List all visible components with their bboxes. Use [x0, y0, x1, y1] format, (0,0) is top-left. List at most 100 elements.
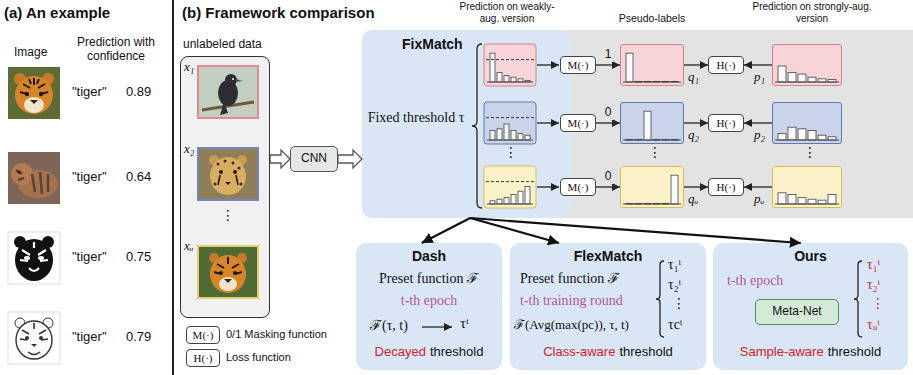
legend-text: Loss function	[226, 351, 291, 364]
bar-chart	[484, 102, 536, 144]
tiger-sketch	[8, 312, 60, 364]
node-text: Preset function ℱ	[356, 271, 502, 287]
method-box: Sample-awarethresholdOurst-th epochτ₁ᵗτ₂…	[713, 243, 908, 370]
ellipsis: ⋮	[871, 295, 885, 311]
threshold-text: Fixed threshold τ	[366, 110, 466, 126]
node-text: H(·)	[717, 59, 736, 72]
method-title: Dash	[356, 248, 502, 264]
chart-bar	[525, 135, 530, 140]
box-heading: unlabeled data	[183, 38, 262, 52]
chart-bar	[818, 135, 826, 140]
strong-prediction-chart: pᵤ	[772, 166, 842, 208]
chart-bar	[511, 130, 516, 140]
tiger-photo	[8, 67, 60, 119]
variable-name: p₁	[754, 70, 765, 85]
bar-chart	[484, 166, 536, 208]
confidence-value: 0.79	[126, 330, 151, 345]
legend-symbol: M(·)	[186, 326, 220, 344]
flow-arrow	[684, 64, 708, 65]
chart-bar	[525, 186, 530, 204]
curly-brace	[472, 44, 482, 208]
chart-bar	[798, 74, 806, 82]
mask-box: M(·)	[560, 178, 596, 196]
variable-name: p₂	[754, 128, 765, 143]
chart-bar	[778, 66, 786, 82]
gray-region	[545, 30, 913, 218]
ellipsis: ⋮	[221, 207, 235, 223]
cnn-box: CNN	[290, 146, 338, 172]
confidence-value: 0.75	[126, 250, 151, 265]
curly-brace	[854, 261, 862, 337]
loss-box: H(·)	[708, 178, 744, 196]
chart-bar	[671, 175, 678, 204]
ellipsis: ⋮	[504, 144, 518, 160]
mask-value: 0	[603, 106, 614, 120]
threshold-kind: Class-aware	[543, 345, 615, 360]
chart-bar	[778, 193, 786, 204]
curly-brace	[656, 261, 664, 337]
chart-bar	[497, 199, 502, 204]
mask-box: M(·)	[560, 114, 596, 132]
chart-bar	[504, 76, 509, 82]
method-box: Class-awarethresholdFlexMatchPreset func…	[510, 243, 706, 370]
bar-chart	[772, 44, 842, 86]
threshold-symbol: τcᵗ	[668, 317, 683, 333]
threshold-symbol: τ₂ᵗ	[867, 277, 880, 293]
ellipsis: ⋮	[648, 144, 662, 160]
chart-bar	[504, 124, 509, 140]
threshold-symbol: τᵗ	[460, 315, 469, 332]
confidence-value: 0.89	[126, 85, 151, 100]
chart-bar	[808, 130, 816, 140]
chart-frame	[772, 102, 842, 144]
bar-chart	[620, 44, 684, 86]
threshold-line	[486, 59, 534, 60]
node-text: M(·)	[568, 181, 589, 194]
chart-baseline	[487, 140, 533, 141]
chart-bar	[490, 53, 495, 82]
flow-arrow	[470, 218, 801, 243]
column-header: Image	[14, 46, 47, 60]
variable-name: qᵤ	[688, 192, 698, 207]
flow-arrow	[596, 64, 620, 65]
data-box-fill	[180, 56, 270, 318]
node-text: Meta-Net	[772, 305, 821, 319]
flow-arrow	[596, 186, 620, 187]
chart-bar	[518, 191, 523, 204]
method-fill	[356, 243, 502, 370]
chart-bar	[808, 199, 816, 204]
column-header: Prediction on weakly-aug. version	[452, 1, 562, 24]
method-box: DecayedthresholdDashPreset function ℱt-t…	[356, 243, 502, 370]
pseudo-label-chart: q₂	[620, 102, 684, 144]
chart-baseline	[623, 204, 681, 205]
chart-bar	[788, 194, 796, 204]
loss-box: H(·)	[708, 114, 744, 132]
block-arrow	[338, 150, 362, 168]
chart-frame	[620, 166, 684, 208]
panel-title: (a) An example	[4, 4, 110, 21]
text-row: Decayedthreshold	[356, 345, 502, 360]
chart-baseline	[487, 82, 533, 83]
node-text: Preset function ℱ	[520, 271, 620, 287]
formula: ℱ(τ, t)	[370, 318, 408, 334]
threshold-symbol: τ₁ᵗ	[668, 257, 681, 273]
variable-name: pᵤ	[754, 192, 764, 207]
legend-symbol: H(·)	[186, 349, 220, 367]
bird-image	[198, 66, 258, 118]
pseudo-label-chart: q₁	[620, 44, 684, 86]
mask-value: 1	[603, 48, 614, 62]
chart-baseline	[775, 204, 839, 205]
flow-arrow	[537, 122, 559, 123]
chart-bar	[490, 130, 495, 140]
node-text: threshold	[828, 345, 881, 360]
block-arrow	[270, 150, 290, 168]
panel-divider	[172, 0, 174, 375]
chart-layer	[422, 44, 862, 337]
chart-frame	[484, 44, 536, 86]
bar-chart	[484, 44, 536, 86]
chart-bar	[626, 53, 633, 82]
mask-value: 0	[603, 170, 614, 184]
confidence-value: 0.64	[126, 170, 151, 185]
flow-arrow	[537, 186, 559, 187]
chart-bar	[644, 111, 651, 140]
